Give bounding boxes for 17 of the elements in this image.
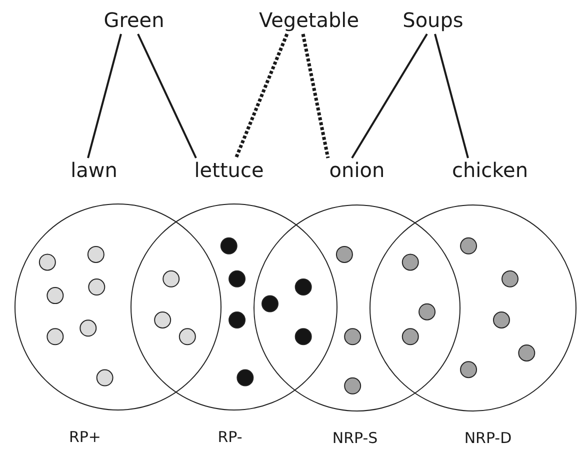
set-label: NRP-S — [332, 429, 378, 447]
item-label: lawn — [70, 158, 118, 182]
connector-line — [87, 34, 122, 158]
set-label: NRP-D — [464, 429, 512, 447]
category-label: Green — [104, 8, 164, 32]
connector-line — [351, 33, 428, 159]
item-label: chicken — [452, 158, 528, 182]
set-label: RP+ — [68, 428, 102, 446]
category-label: Vegetable — [258, 8, 360, 32]
item-label: lettuce — [194, 158, 264, 182]
item-label: onion — [329, 158, 385, 182]
connector-line — [137, 34, 197, 158]
dotted-connector-line — [301, 34, 330, 158]
set-label: RP- — [218, 428, 242, 446]
category-label: Soups — [402, 8, 464, 32]
connector-line — [434, 34, 469, 158]
dotted-connector-line — [234, 33, 289, 159]
